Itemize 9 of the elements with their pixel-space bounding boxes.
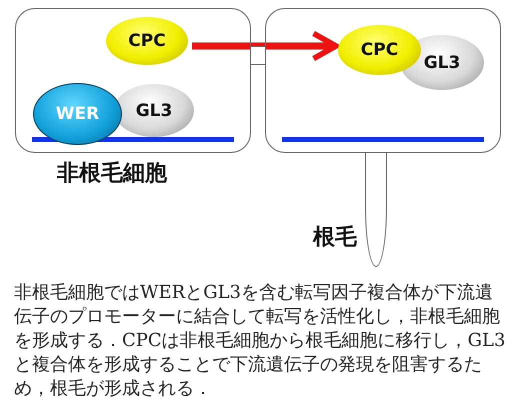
root-hair-label: 根毛 xyxy=(313,224,357,252)
protein-ellipse: WER xyxy=(33,83,122,145)
cell-label: 非根毛細胞 xyxy=(57,160,167,188)
cell-box xyxy=(15,8,251,153)
protein-ellipse: CPC xyxy=(338,25,421,75)
protein-ellipse: CPC xyxy=(106,17,188,65)
caption: 非根毛細胞ではWERとGL3を含む転写因子複合体が下流遺伝子のプロモーターに結合して転写を活性化し，非根毛細胞を形成する．CPCは非根毛細胞から根毛細胞に移行し，GL3と複合体を形成することで下流遺伝子の発現を阻害するため，根毛が形成される． xyxy=(14,281,506,401)
arrow xyxy=(192,30,339,62)
cell-box xyxy=(265,8,501,153)
